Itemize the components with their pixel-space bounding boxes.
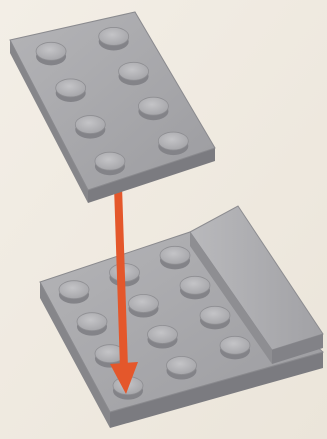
base-plate-stud — [129, 295, 159, 318]
base-plate-stud — [148, 326, 178, 349]
base-plate-stud — [167, 357, 197, 380]
plate-2x4-stud — [138, 97, 168, 120]
base-plate-stud — [200, 306, 230, 329]
base-plate-stud — [180, 276, 210, 299]
base-plate-stud — [160, 246, 190, 269]
plate-2x4-stud — [56, 79, 86, 102]
base-plate-stud — [220, 336, 250, 359]
plate-2x4-stud — [158, 132, 188, 155]
base-plate-stud — [59, 281, 89, 304]
plate-2x4-stud — [119, 62, 149, 85]
plate-2x4-stud — [36, 42, 66, 65]
plate-2x4-stud — [75, 116, 105, 139]
plate-2x4-stud — [99, 27, 129, 50]
plate-2x4-stud — [95, 152, 125, 175]
base-plate-stud — [77, 313, 107, 336]
